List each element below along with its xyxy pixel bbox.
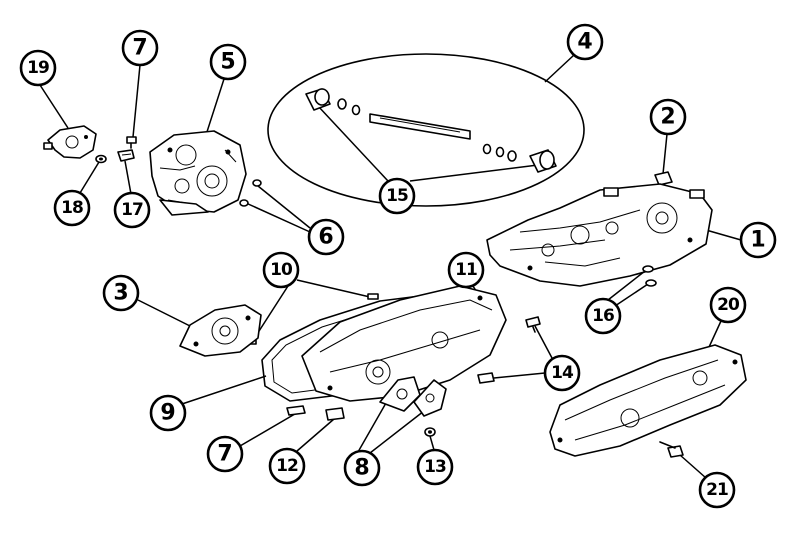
callout-2: 2 xyxy=(649,98,687,136)
part-5-housing xyxy=(149,130,247,216)
callout-7-bottom-label: 7 xyxy=(217,442,232,467)
part-8-brackets xyxy=(379,376,447,417)
callout-7-top-label: 7 xyxy=(132,36,147,61)
part-7-bolt-top xyxy=(126,136,137,149)
part-2-cap xyxy=(654,171,673,186)
part-7-bolt-bottom xyxy=(286,405,306,416)
callout-1-label: 1 xyxy=(750,228,765,253)
part-21-bolt xyxy=(659,441,684,458)
callout-4-label: 4 xyxy=(577,30,592,55)
callout-18-label: 18 xyxy=(61,198,83,218)
callout-19-label: 19 xyxy=(27,58,49,78)
part-15-bearings-and-shaft xyxy=(305,88,557,173)
callout-15: 15 xyxy=(378,177,416,215)
callout-16-label: 16 xyxy=(592,306,614,326)
callout-17-label: 17 xyxy=(121,200,143,220)
callout-3-label: 3 xyxy=(113,281,128,306)
callout-10: 10 xyxy=(262,251,300,289)
part-1-crankcase-right xyxy=(486,183,713,287)
callout-20: 20 xyxy=(709,286,747,324)
callout-19: 19 xyxy=(19,49,57,87)
part-12-pin xyxy=(325,407,345,421)
callout-8: 8 xyxy=(343,449,381,487)
callout-13: 13 xyxy=(416,448,454,486)
callout-14-label: 14 xyxy=(551,363,574,383)
callout-4: 4 xyxy=(566,23,604,61)
callout-9-label: 9 xyxy=(160,401,175,426)
part-14-bolts xyxy=(477,316,541,384)
callout-21: 21 xyxy=(698,471,736,509)
part-3-cover xyxy=(179,304,262,357)
callout-20-label: 20 xyxy=(717,295,740,315)
callout-7-bottom: 7 xyxy=(206,435,244,473)
callout-2-label: 2 xyxy=(660,105,675,130)
callout-8-label: 8 xyxy=(354,456,369,481)
shaft-assembly-group-ellipse xyxy=(267,53,585,207)
callout-13-label: 13 xyxy=(424,457,446,477)
part-13-nut xyxy=(424,427,436,437)
callout-7-top: 7 xyxy=(121,29,159,67)
callout-16: 16 xyxy=(584,297,622,335)
callout-3: 3 xyxy=(102,274,140,312)
part-11-crankcase-left xyxy=(301,285,507,402)
callout-12: 12 xyxy=(268,447,306,485)
callout-17: 17 xyxy=(113,191,151,229)
part-18-washer xyxy=(95,154,107,164)
callout-6-label: 6 xyxy=(318,225,333,250)
part-19-plate xyxy=(43,125,97,159)
callout-5: 5 xyxy=(209,43,247,81)
part-17-clip xyxy=(117,149,135,162)
callout-5-label: 5 xyxy=(220,50,235,75)
callout-10-label: 10 xyxy=(270,260,293,280)
callout-15-label: 15 xyxy=(386,186,408,206)
callout-6: 6 xyxy=(307,218,345,256)
part-20-crankcase-cover xyxy=(549,344,747,457)
callout-12-label: 12 xyxy=(276,456,298,476)
callout-11-label: 11 xyxy=(455,260,477,280)
callout-14: 14 xyxy=(543,354,581,392)
callout-1: 1 xyxy=(739,221,777,259)
callout-18: 18 xyxy=(53,189,91,227)
part-16-fittings xyxy=(642,265,657,287)
callout-9: 9 xyxy=(149,394,187,432)
callout-21-label: 21 xyxy=(706,480,728,500)
part-6-rings xyxy=(239,179,262,207)
callout-11: 11 xyxy=(447,251,485,289)
